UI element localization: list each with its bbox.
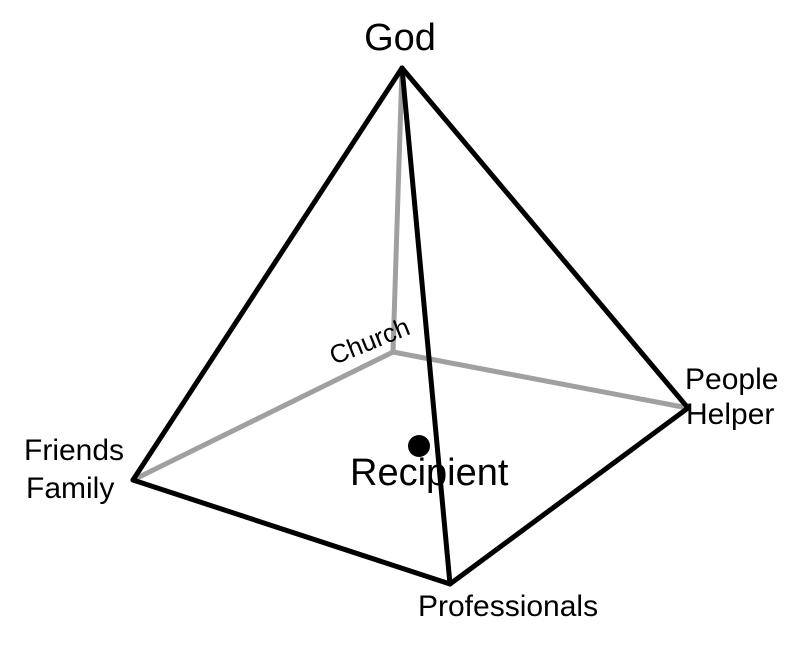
edge-helper-professionals xyxy=(447,405,691,587)
edge-family-professionals xyxy=(130,477,453,587)
label-friends: Friends xyxy=(24,434,124,467)
label-helper: Helper xyxy=(686,398,774,431)
recipient-dot xyxy=(408,435,430,457)
label-people: People xyxy=(685,363,778,396)
label-recipient: Recipient xyxy=(350,452,509,494)
edge-god-family xyxy=(130,65,405,483)
edge-god-helper xyxy=(399,65,691,411)
edge-church-helper xyxy=(390,349,691,411)
label-family: Family xyxy=(26,472,114,505)
edge-church-family xyxy=(130,349,396,483)
edge-god-professionals xyxy=(399,65,453,587)
label-professionals: Professionals xyxy=(418,590,598,623)
edge-god-church xyxy=(390,65,405,355)
label-god: God xyxy=(364,17,436,59)
